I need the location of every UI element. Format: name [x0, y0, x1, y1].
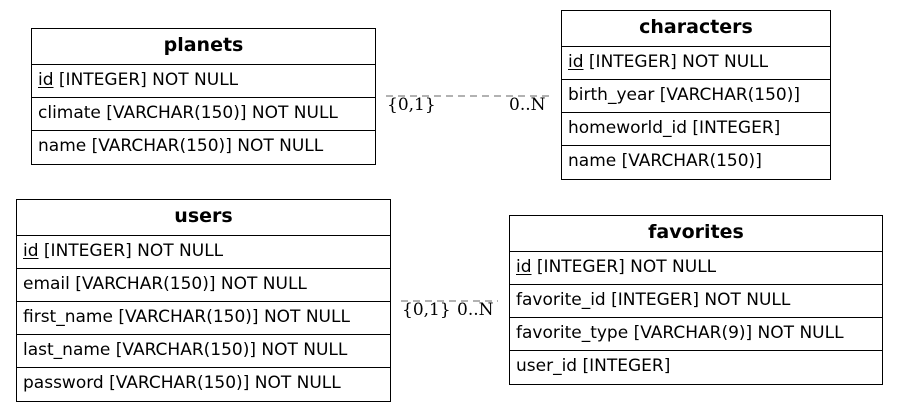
entity-title: planets: [32, 29, 375, 65]
users-cardinality: {0,1}: [402, 300, 451, 320]
pk-label: id: [38, 70, 54, 90]
field-text: name [VARCHAR(150)]: [568, 151, 762, 171]
field-text: first_name [VARCHAR(150)] NOT NULL: [23, 307, 350, 327]
field-text: homeworld_id [INTEGER]: [568, 118, 781, 138]
field-text: name [VARCHAR(150)] NOT NULL: [38, 136, 324, 156]
field-row: user_id [INTEGER]: [510, 351, 882, 384]
field-row: climate [VARCHAR(150)] NOT NULL: [32, 98, 375, 131]
field-text: favorite_type [VARCHAR(9)] NOT NULL: [516, 323, 844, 343]
entity-favorites: favorites id [INTEGER] NOT NULL favorite…: [509, 215, 883, 385]
entity-characters: characters id [INTEGER] NOT NULL birth_y…: [561, 10, 831, 180]
field-row: last_name [VARCHAR(150)] NOT NULL: [17, 335, 390, 368]
field-text: [INTEGER] NOT NULL: [53, 70, 239, 90]
field-row: name [VARCHAR(150)]: [562, 146, 830, 179]
pk-label: id: [568, 52, 584, 72]
entity-users: users id [INTEGER] NOT NULL email [VARCH…: [16, 199, 391, 402]
pk-label: id: [23, 241, 39, 261]
field-text: [INTEGER] NOT NULL: [38, 241, 224, 261]
field-row: id [INTEGER] NOT NULL: [17, 236, 390, 269]
field-row: email [VARCHAR(150)] NOT NULL: [17, 269, 390, 302]
field-text: last_name [VARCHAR(150)] NOT NULL: [23, 340, 348, 360]
field-row: password [VARCHAR(150)] NOT NULL: [17, 368, 390, 401]
pk-label: id: [516, 257, 532, 277]
field-row: homeworld_id [INTEGER]: [562, 113, 830, 146]
field-row: favorite_type [VARCHAR(9)] NOT NULL: [510, 318, 882, 351]
field-row: name [VARCHAR(150)] NOT NULL: [32, 131, 375, 164]
field-text: [INTEGER] NOT NULL: [583, 52, 769, 72]
characters-cardinality: 0..N: [509, 95, 546, 115]
entity-planets: planets id [INTEGER] NOT NULL climate [V…: [31, 28, 376, 165]
field-text: email [VARCHAR(150)] NOT NULL: [23, 274, 307, 294]
planets-cardinality: {0,1}: [387, 95, 436, 115]
field-row: birth_year [VARCHAR(150)]: [562, 80, 830, 113]
field-text: user_id [INTEGER]: [516, 356, 671, 376]
field-row: id [INTEGER] NOT NULL: [32, 65, 375, 98]
entity-title: favorites: [510, 216, 882, 252]
field-text: [INTEGER] NOT NULL: [531, 257, 717, 277]
field-text: favorite_id [INTEGER] NOT NULL: [516, 290, 791, 310]
field-row: favorite_id [INTEGER] NOT NULL: [510, 285, 882, 318]
favorites-cardinality: 0..N: [457, 300, 494, 320]
entity-title: users: [17, 200, 390, 236]
entity-title: characters: [562, 11, 830, 47]
field-text: climate [VARCHAR(150)] NOT NULL: [38, 103, 338, 123]
field-row: id [INTEGER] NOT NULL: [562, 47, 830, 80]
field-row: id [INTEGER] NOT NULL: [510, 252, 882, 285]
field-row: first_name [VARCHAR(150)] NOT NULL: [17, 302, 390, 335]
field-text: birth_year [VARCHAR(150)]: [568, 85, 800, 105]
field-text: password [VARCHAR(150)] NOT NULL: [23, 373, 341, 393]
